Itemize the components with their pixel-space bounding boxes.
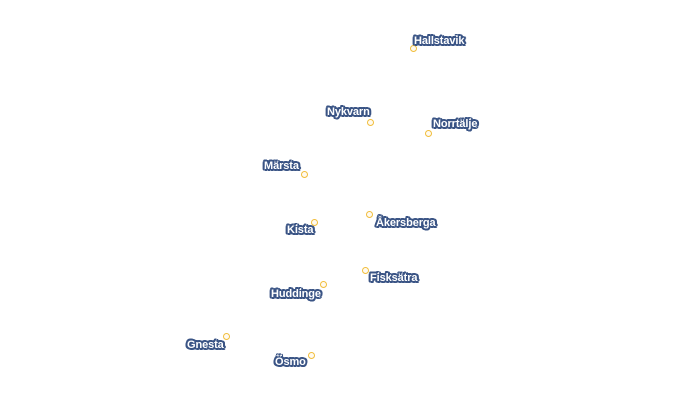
place-marker-nykvarn[interactable] xyxy=(367,119,374,126)
place-marker-akersberga[interactable] xyxy=(366,211,373,218)
place-label-kista: Kista xyxy=(287,224,314,236)
place-label-gnesta: Gnesta xyxy=(187,339,224,351)
place-marker-kista[interactable] xyxy=(311,219,318,226)
place-marker-marsta[interactable] xyxy=(301,171,308,178)
place-label-nykvarn: Nykvarn xyxy=(327,106,370,118)
place-marker-hallstavik[interactable] xyxy=(410,45,417,52)
place-marker-fisksatra[interactable] xyxy=(362,267,369,274)
place-label-hallstavik: Hallstavik xyxy=(414,35,465,47)
place-marker-norrtalje[interactable] xyxy=(425,130,432,137)
place-label-marsta: Märsta xyxy=(264,160,299,172)
place-label-osmo: Ösmo xyxy=(275,356,306,368)
place-label-huddinge: Huddinge xyxy=(271,288,321,300)
place-marker-gnesta[interactable] xyxy=(223,333,230,340)
place-marker-osmo[interactable] xyxy=(308,352,315,359)
place-label-akersberga: Åkersberga xyxy=(376,217,436,229)
place-label-fisksatra: Fisksätra xyxy=(370,272,418,284)
place-label-norrtalje: Norrtälje xyxy=(433,118,478,130)
place-marker-huddinge[interactable] xyxy=(320,281,327,288)
